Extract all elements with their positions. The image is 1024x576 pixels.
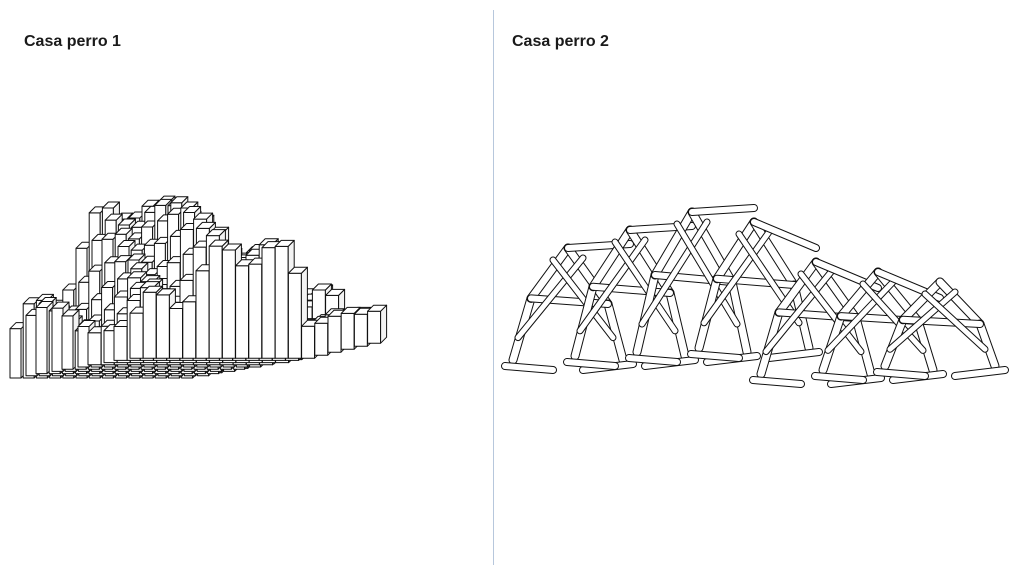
left-panel: Casa perro 1 — [0, 0, 493, 576]
block-doghouse-drawing — [9, 195, 388, 379]
panel-divider — [493, 10, 494, 565]
panel-title-casa-perro-2: Casa perro 2 — [512, 33, 609, 50]
right-panel: Casa perro 2 — [495, 0, 1024, 576]
panel-title-casa-perro-1: Casa perro 1 — [24, 33, 121, 50]
timber-frame-doghouse-drawing — [501, 204, 1009, 388]
